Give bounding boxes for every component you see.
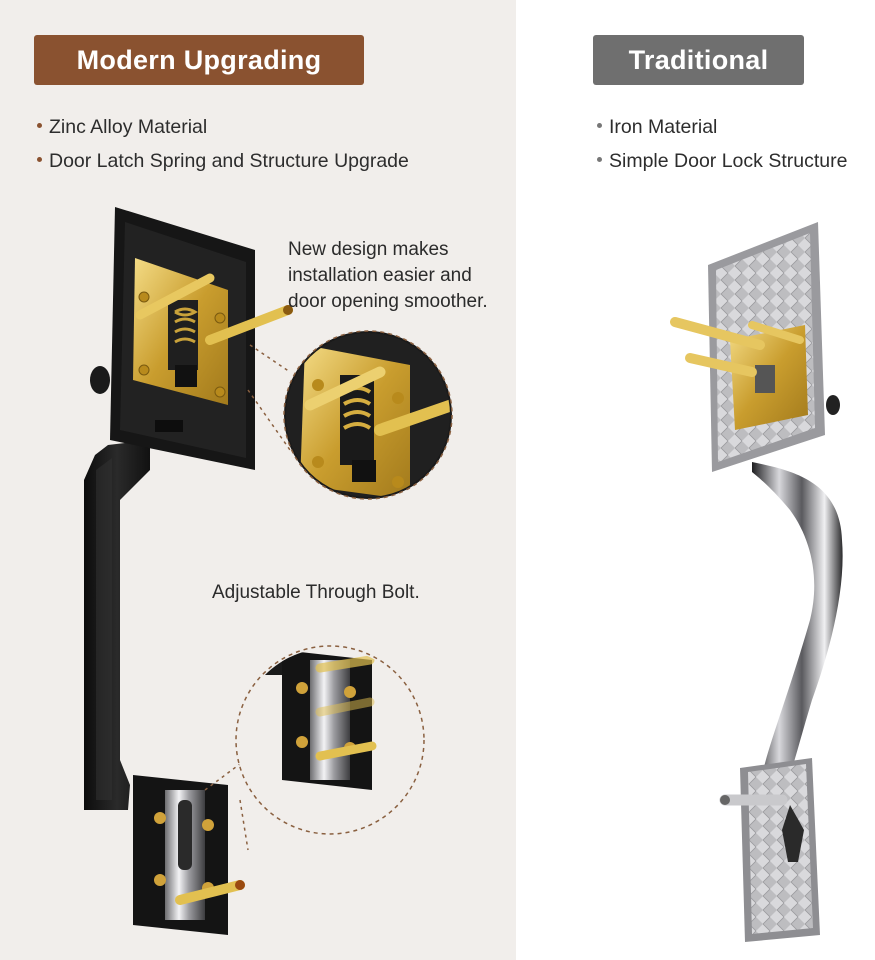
zoom-through-bolt-detail bbox=[204, 645, 425, 851]
traditional-bullet-structure: Simple Door Lock Structure bbox=[597, 150, 847, 173]
bullet-text: Door Latch Spring and Structure Upgrade bbox=[49, 150, 409, 172]
bullet-text: Iron Material bbox=[609, 116, 718, 138]
traditional-badge: Traditional bbox=[593, 35, 804, 85]
bullet-dot bbox=[37, 123, 42, 129]
bullet-dot bbox=[597, 157, 602, 163]
modern-bullet-material: Zinc Alloy Material bbox=[37, 116, 207, 139]
traditional-bullet-material: Iron Material bbox=[597, 116, 717, 139]
traditional-panel bbox=[516, 0, 875, 960]
install-callout: New design makes installation easier and… bbox=[288, 237, 488, 315]
bullet-dot bbox=[37, 157, 42, 163]
bullet-text: Zinc Alloy Material bbox=[49, 116, 208, 138]
zoom-latch-detail bbox=[247, 330, 453, 500]
traditional-handleset bbox=[670, 222, 843, 942]
modern-bullet-structure: Door Latch Spring and Structure Upgrade bbox=[37, 150, 409, 173]
modern-upgrading-badge: Modern Upgrading bbox=[34, 35, 364, 85]
callout-line: door opening smoother. bbox=[288, 291, 488, 312]
callout-line: New design makes bbox=[288, 239, 449, 260]
through-bolt-callout: Adjustable Through Bolt. bbox=[212, 582, 420, 603]
bullet-text: Simple Door Lock Structure bbox=[609, 150, 848, 172]
brass-latch-mechanism bbox=[133, 258, 293, 405]
bullet-dot bbox=[597, 123, 602, 129]
callout-line: installation easier and bbox=[288, 265, 472, 286]
modern-handleset bbox=[84, 207, 293, 935]
